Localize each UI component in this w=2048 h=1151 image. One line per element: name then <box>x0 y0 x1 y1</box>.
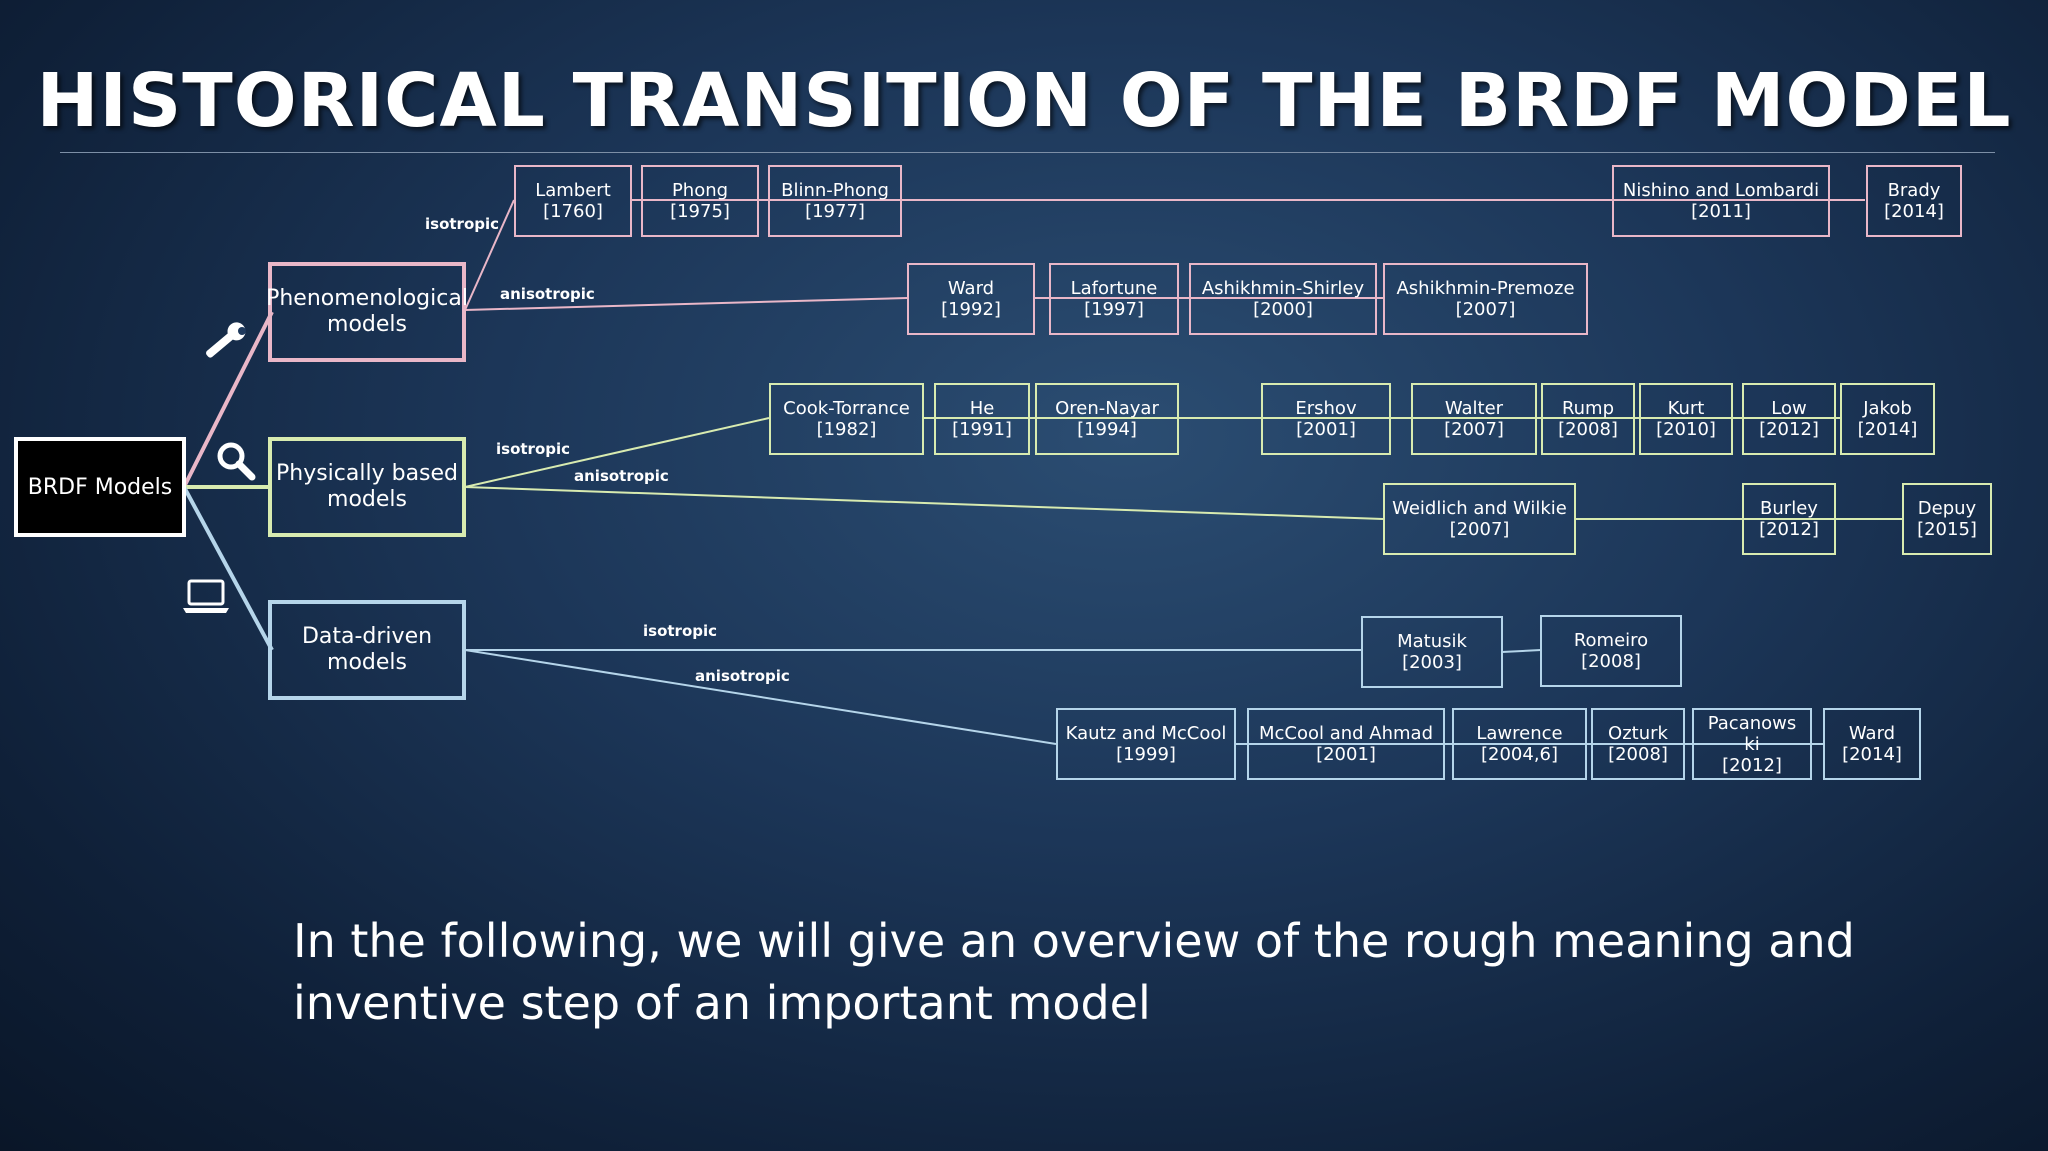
phenomenological-models-node: Phenomenological models <box>266 262 468 362</box>
model-node: Depuy [2015] <box>1902 483 1992 555</box>
wrench-icon <box>206 322 246 358</box>
model-node: Weidlich and Wilkie [2007] <box>1383 483 1576 555</box>
model-node: Pacanows ki [2012] <box>1692 708 1812 780</box>
model-node: He [1991] <box>934 383 1030 455</box>
physically-based-models-node: Physically based models <box>268 437 466 537</box>
brdf-models-node: BRDF Models <box>14 437 186 537</box>
link-data-aniso <box>464 649 1057 745</box>
link-root-pheno <box>182 311 274 488</box>
model-node: Ozturk [2008] <box>1591 708 1685 780</box>
model-node: Burley [2012] <box>1742 483 1836 555</box>
model-node: Ershov [2001] <box>1261 383 1391 455</box>
link-root-data <box>182 486 274 651</box>
link-pheno-iso <box>464 199 515 311</box>
model-node: Phong [1975] <box>641 165 759 237</box>
model-node: Oren-Nayar [1994] <box>1035 383 1179 455</box>
branch-label-phys-aniso: anisotropic <box>574 467 669 485</box>
model-node: Jakob [2014] <box>1840 383 1935 455</box>
model-node: Blinn-Phong [1977] <box>768 165 902 237</box>
model-node: Kautz and McCool [1999] <box>1056 708 1236 780</box>
model-node: Ward [1992] <box>907 263 1035 335</box>
data-driven-models-node: Data-driven models <box>268 600 466 700</box>
link-data-iso-chain <box>1501 649 1542 653</box>
magnifier-icon <box>217 442 256 481</box>
model-node: Lafortune [1997] <box>1049 263 1179 335</box>
model-node: Low [2012] <box>1742 383 1836 455</box>
model-node: Ashikhmin-Premoze [2007] <box>1383 263 1588 335</box>
slide-title: HISTORICAL TRANSITION OF THE BRDF MODEL <box>36 58 2012 144</box>
model-node: Rump [2008] <box>1541 383 1635 455</box>
model-node: Lambert [1760] <box>514 165 632 237</box>
model-node: Ashikhmin-Shirley [2000] <box>1189 263 1377 335</box>
laptop-icon <box>183 579 229 613</box>
branch-label-data-aniso: anisotropic <box>695 667 790 685</box>
branch-label-pheno-iso: isotropic <box>425 215 500 233</box>
model-node: Matusik [2003] <box>1361 616 1503 688</box>
link-pheno-aniso <box>464 297 908 311</box>
model-node: Kurt [2010] <box>1639 383 1733 455</box>
link-phys-aniso <box>464 486 1384 520</box>
model-node: Cook-Torrance [1982] <box>769 383 924 455</box>
title-divider <box>60 152 1995 153</box>
model-node: McCool and Ahmad [2001] <box>1247 708 1445 780</box>
model-node: Nishino and Lombardi [2011] <box>1612 165 1830 237</box>
branch-label-pheno-aniso: anisotropic <box>500 285 595 303</box>
slide-caption: In the following, we will give an overvi… <box>293 914 1855 1030</box>
model-node: Lawrence [2004,6] <box>1452 708 1587 780</box>
branch-label-phys-iso: isotropic <box>496 440 571 458</box>
model-node: Ward [2014] <box>1823 708 1921 780</box>
branch-label-data-iso: isotropic <box>643 622 718 640</box>
link-phys-iso <box>464 417 770 488</box>
model-node: Brady [2014] <box>1866 165 1962 237</box>
model-node: Romeiro [2008] <box>1540 615 1682 687</box>
model-node: Walter [2007] <box>1411 383 1537 455</box>
